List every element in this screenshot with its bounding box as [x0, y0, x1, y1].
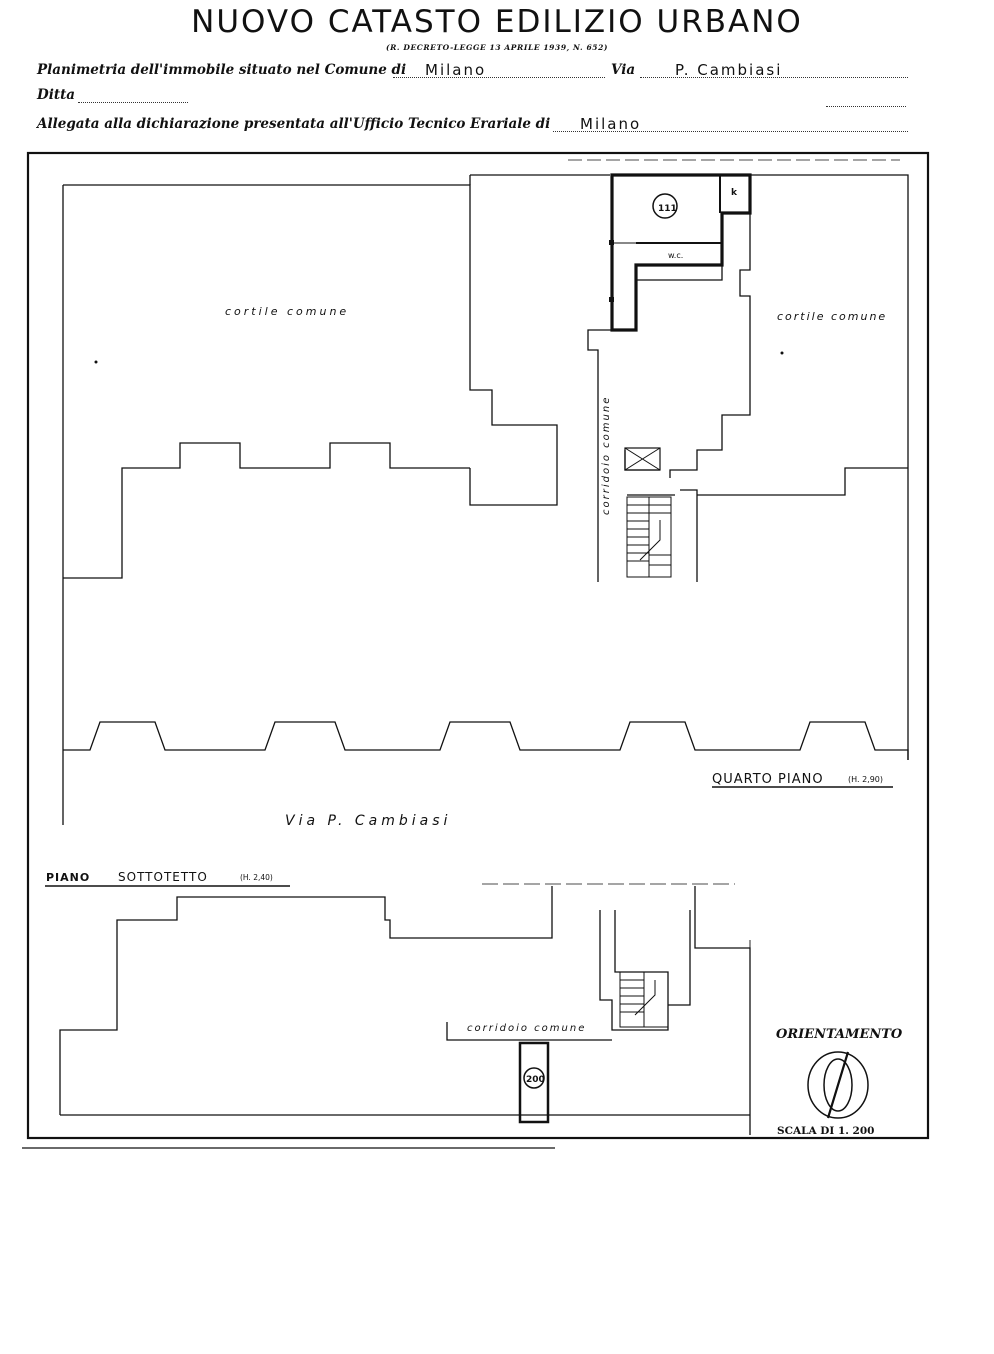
wc-label: w.c. — [668, 251, 683, 260]
attic-corridor-label: corridoio comune — [467, 1023, 586, 1034]
orientation-label: ORIENTAMENTO — [776, 1027, 903, 1042]
allegata-label: Allegata alla dichiarazione presentata a… — [37, 116, 551, 132]
kitchen-label: k — [731, 188, 738, 198]
cortile-left-label: cortile comune — [225, 305, 349, 318]
cortile-right-label: cortile comune — [777, 310, 887, 323]
corridor-vertical-label: corridoio comune — [601, 396, 612, 515]
left-building-outline — [62, 184, 558, 825]
attic-unit-number: 200 — [526, 1075, 545, 1085]
attic-label-sottotetto: SOTTOTETTO — [118, 870, 208, 884]
ditta-field-right — [826, 92, 906, 107]
decree-reference: (R. DECRETO-LEGGE 13 APRILE 1939, N. 652… — [385, 43, 609, 52]
scale-label: SCALA DI 1. 200 — [777, 1125, 874, 1137]
ufficio-value: Milano — [580, 115, 642, 133]
attic-height: (H. 2,40) — [240, 873, 273, 882]
planimetria-label: Planimetria dell'immobile situato nel Co… — [37, 62, 407, 78]
quarto-piano-height: (H. 2,90) — [848, 775, 883, 784]
via-value: P. Cambiasi — [675, 61, 783, 79]
ditta-field — [78, 88, 188, 103]
attic-building-outline — [59, 886, 751, 1135]
quarto-piano-label: QUARTO PIANO — [712, 772, 824, 787]
unit-number: 111 — [658, 204, 677, 214]
plan-frame — [26, 151, 930, 1140]
street-label: Via P. Cambiasi — [285, 813, 451, 829]
ditta-label: Ditta — [37, 87, 76, 103]
central-block-outline — [470, 174, 909, 760]
elevator-shaft — [624, 447, 661, 471]
attic-unit-number-circle — [523, 1067, 545, 1089]
comune-value: Milano — [425, 61, 487, 79]
unit-number-circle — [652, 193, 678, 219]
right-building-outline — [697, 467, 908, 496]
via-field — [640, 63, 908, 78]
attic-staircase — [619, 971, 669, 1028]
attic-label-piano: PIANO — [46, 871, 90, 884]
north-arrow-icon — [807, 1051, 869, 1119]
via-label: Via — [611, 62, 636, 78]
comune-field — [393, 63, 605, 78]
document-title: NUOVO CATASTO EDILIZIO URBANO — [191, 4, 803, 40]
attic-unit-200-walls — [518, 1041, 550, 1124]
ufficio-field — [553, 117, 908, 132]
staircase — [626, 496, 672, 578]
street-facade — [63, 721, 909, 760]
